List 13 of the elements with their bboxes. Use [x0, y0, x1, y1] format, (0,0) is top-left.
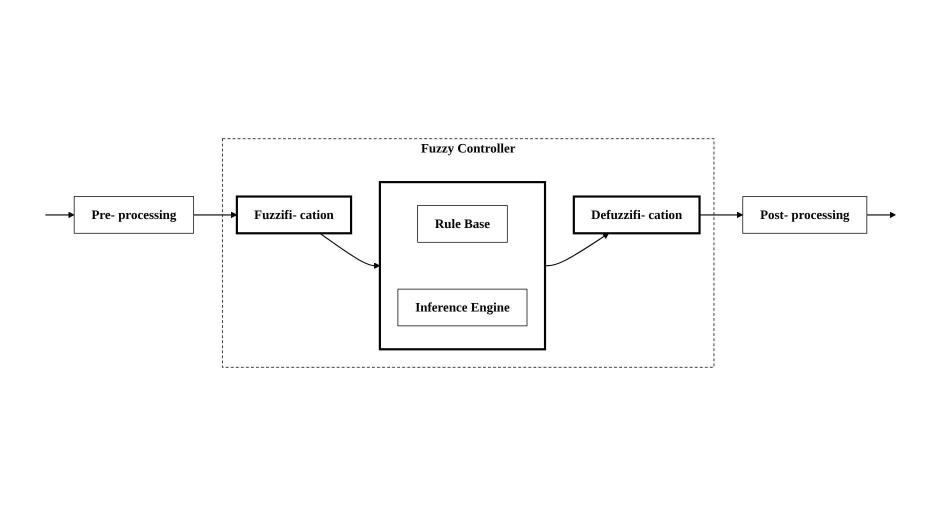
arrow [194, 212, 238, 218]
node-box: Defuzzifi- cation [572, 195, 701, 234]
arrow [320, 232, 380, 269]
node-box: Rule Base [417, 205, 508, 243]
node-box: Inference Engine [398, 288, 528, 326]
arrow [45, 212, 74, 218]
arrow [700, 212, 744, 218]
arrow [866, 212, 896, 218]
node-box: Post- processing [742, 196, 868, 234]
arrow [545, 232, 610, 266]
cluster [378, 181, 546, 350]
node-box: Pre- processing [74, 196, 194, 234]
node-box: Fuzzifi- cation [236, 195, 352, 234]
